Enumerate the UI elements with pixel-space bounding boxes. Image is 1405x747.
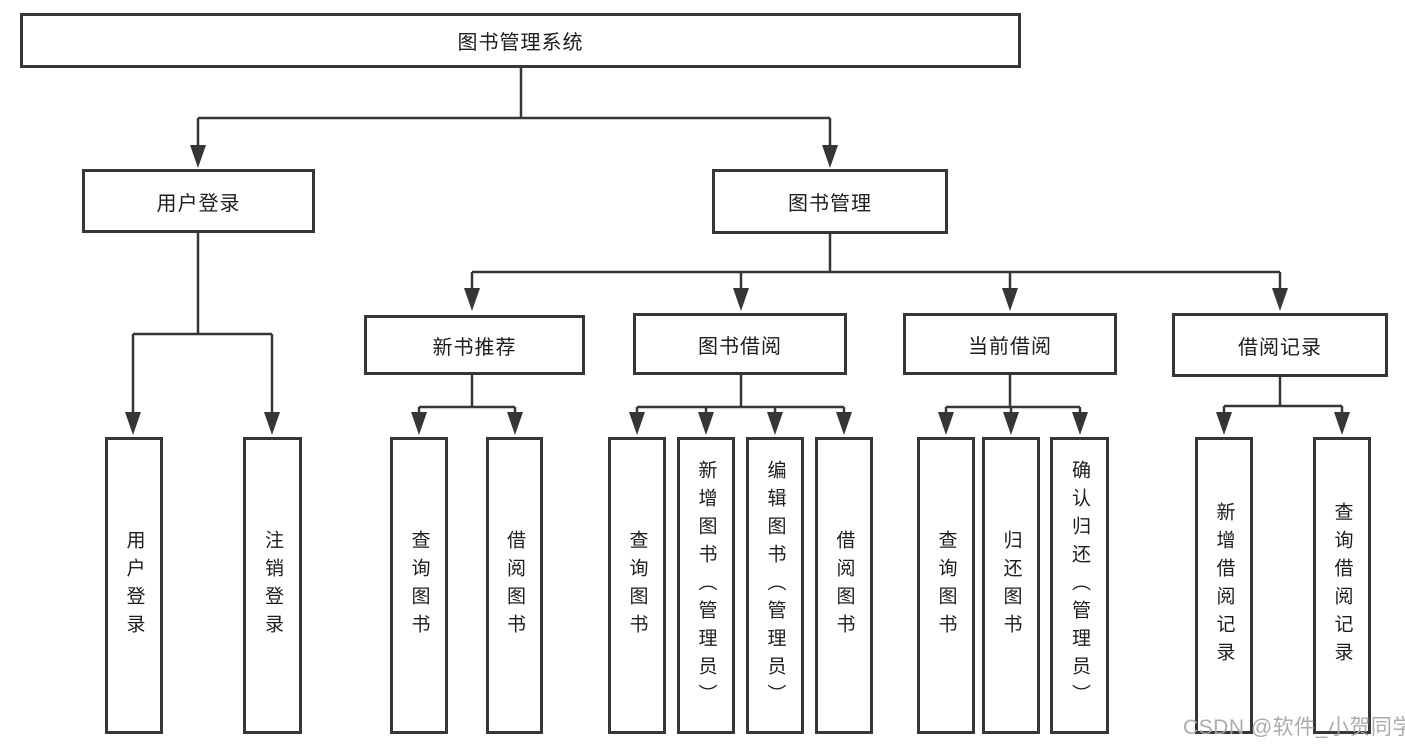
node-cb-query-books: 查询图书 — [917, 437, 975, 734]
node-user-login-label: 用户登录 — [123, 529, 145, 642]
node-library-system-label: 图书管理系统 — [457, 32, 584, 54]
node-bb-edit-books-admin: 编辑图书（管理员） — [746, 437, 804, 734]
node-bb-add-books-admin: 新增图书（管理员） — [677, 437, 735, 734]
node-cb-confirm-return-admin: 确认归还（管理员） — [1050, 437, 1109, 734]
node-current-borrowing: 当前借阅 — [903, 313, 1117, 375]
node-cb-query-books-label: 查询图书 — [935, 529, 957, 642]
node-bb-query-books-label: 查询图书 — [626, 529, 648, 642]
node-library-system: 图书管理系统 — [20, 13, 1021, 68]
node-user-login-group: 用户登录 — [82, 169, 315, 233]
node-book-management: 图书管理 — [712, 169, 948, 234]
csdn-watermark: CSDN @软件_小贺同学 — [1183, 716, 1405, 739]
node-new-book-recommend: 新书推荐 — [364, 315, 585, 375]
node-user-login: 用户登录 — [105, 437, 163, 734]
node-new-book-recommend-label: 新书推荐 — [432, 336, 517, 359]
node-rec-query-books: 查询图书 — [390, 437, 448, 734]
node-rec-borrow-books: 借阅图书 — [486, 437, 543, 734]
node-bb-borrow-books-label: 借阅图书 — [833, 529, 855, 642]
node-borrowing-records-label: 借阅记录 — [1238, 336, 1322, 359]
node-current-borrowing-label: 当前借阅 — [968, 335, 1052, 358]
node-rec-query-books-label: 查询图书 — [408, 529, 430, 642]
node-user-login-group-label: 用户登录 — [156, 192, 241, 215]
node-br-add-record-label: 新增借阅记录 — [1213, 501, 1235, 670]
node-book-borrowing: 图书借阅 — [633, 313, 847, 375]
node-bb-add-books-admin-label: 新增图书（管理员） — [695, 459, 717, 712]
node-logout: 注销登录 — [243, 437, 302, 734]
node-br-query-record: 查询借阅记录 — [1313, 437, 1371, 734]
node-bb-borrow-books: 借阅图书 — [815, 437, 873, 734]
node-bb-query-books: 查询图书 — [608, 437, 666, 734]
node-cb-return-books-label: 归还图书 — [1000, 529, 1022, 642]
node-cb-return-books: 归还图书 — [982, 437, 1040, 734]
node-br-add-record: 新增借阅记录 — [1195, 437, 1253, 734]
node-book-management-label: 图书管理 — [788, 193, 872, 215]
node-logout-label: 注销登录 — [262, 529, 283, 642]
node-cb-confirm-return-admin-label: 确认归还（管理员） — [1069, 459, 1090, 712]
node-book-borrowing-label: 图书借阅 — [698, 335, 782, 358]
node-bb-edit-books-admin-label: 编辑图书（管理员） — [764, 459, 786, 712]
node-br-query-record-label: 查询借阅记录 — [1331, 501, 1353, 670]
node-borrowing-records: 借阅记录 — [1172, 313, 1388, 377]
node-rec-borrow-books-label: 借阅图书 — [504, 529, 525, 642]
